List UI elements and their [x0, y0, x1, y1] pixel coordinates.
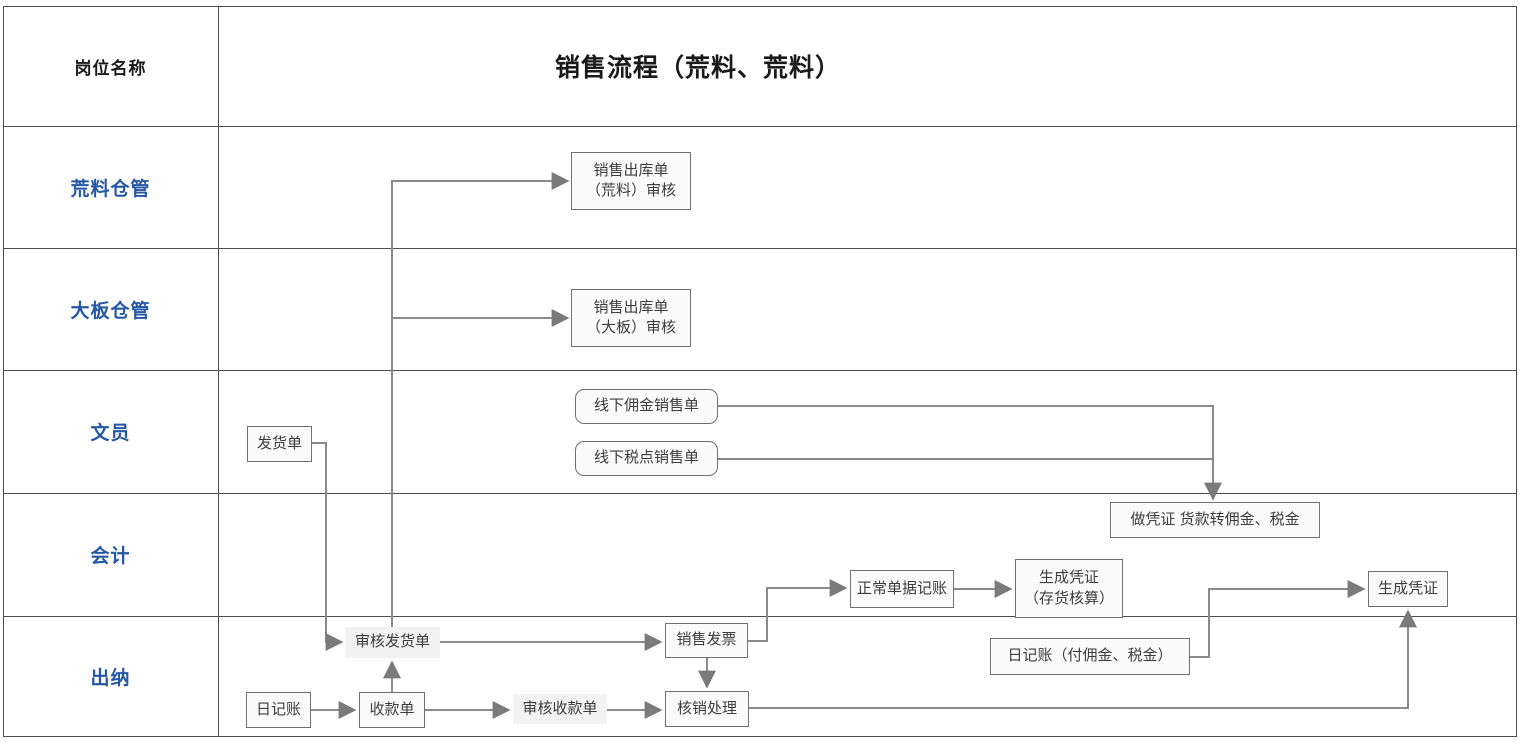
diagram-title: 销售流程（荒料、荒料） [554, 54, 841, 82]
node-text: 线下佣金销售单 [593, 397, 699, 415]
node-text: 审核收款单 [522, 699, 598, 717]
lane-label-cashier: 出纳 [90, 668, 131, 689]
node-writeoff-processing: 核销处理 [665, 691, 749, 727]
lane-label-accountant: 会计 [90, 546, 131, 567]
node-offline-tax-sales-order: 线下税点销售单 [575, 441, 718, 476]
lane-label-slab-warehouse: 大板仓管 [70, 300, 151, 322]
node-normal-document-posting: 正常单据记账 [850, 570, 954, 608]
node-text: （存货核算） [1023, 589, 1114, 607]
role-column-header: 岗位名称 [74, 58, 147, 78]
node-text: 销售出库单 [593, 161, 669, 179]
node-text: 核销处理 [676, 699, 737, 717]
node-text: 生成凭证 [1377, 579, 1438, 597]
node-sales-outbound-slab-review: 销售出库单 （大板）审核 [571, 289, 691, 347]
node-sales-invoice: 销售发票 [665, 623, 748, 658]
node-journal: 日记账 [246, 692, 311, 728]
lane-divider-3 [3, 370, 1517, 371]
lane-label-raw-warehouse: 荒料仓管 [70, 178, 151, 200]
node-receipt-note: 收款单 [359, 692, 425, 728]
node-review-receipt-note: 审核收款单 [513, 694, 607, 724]
node-text: 生成凭证 [1038, 569, 1099, 587]
node-text: 线下税点销售单 [593, 449, 699, 467]
node-text: 销售发票 [676, 631, 737, 649]
node-voucher-payment-to-commission-tax: 做凭证 货款转佣金、税金 [1110, 502, 1320, 538]
node-generate-voucher: 生成凭证 [1368, 571, 1448, 607]
lane-divider-2 [3, 248, 1517, 249]
node-sales-outbound-raw-review: 销售出库单 （荒料）审核 [571, 152, 691, 210]
node-offline-commission-sales-order: 线下佣金销售单 [575, 389, 718, 424]
lane-divider-5 [3, 616, 1517, 617]
node-text: 正常单据记账 [856, 579, 947, 597]
node-review-delivery-note: 审核发货单 [345, 627, 440, 658]
node-text: （荒料）审核 [585, 182, 676, 199]
lane-divider-1 [3, 126, 1517, 127]
lane-divider-4 [3, 493, 1517, 494]
node-text: 销售出库单 [593, 298, 669, 316]
node-text: 发货单 [256, 434, 302, 452]
node-text: 做凭证 货款转佣金、税金 [1130, 510, 1300, 528]
node-delivery-note: 发货单 [247, 426, 312, 462]
node-generate-voucher-inventory: 生成凭证 （存货核算） [1015, 559, 1123, 618]
node-text: 日记账（付佣金、税金） [1007, 647, 1173, 665]
node-text: 日记账 [255, 700, 301, 718]
node-journal-pay-commission-tax: 日记账（付佣金、税金） [990, 638, 1190, 675]
node-text: （大板）审核 [585, 319, 676, 336]
node-text: 收款单 [369, 700, 415, 718]
node-text: 审核发货单 [354, 633, 430, 651]
lane-label-clerk: 文员 [90, 423, 131, 444]
table-outer-border [3, 6, 1517, 737]
column-divider [218, 6, 219, 737]
